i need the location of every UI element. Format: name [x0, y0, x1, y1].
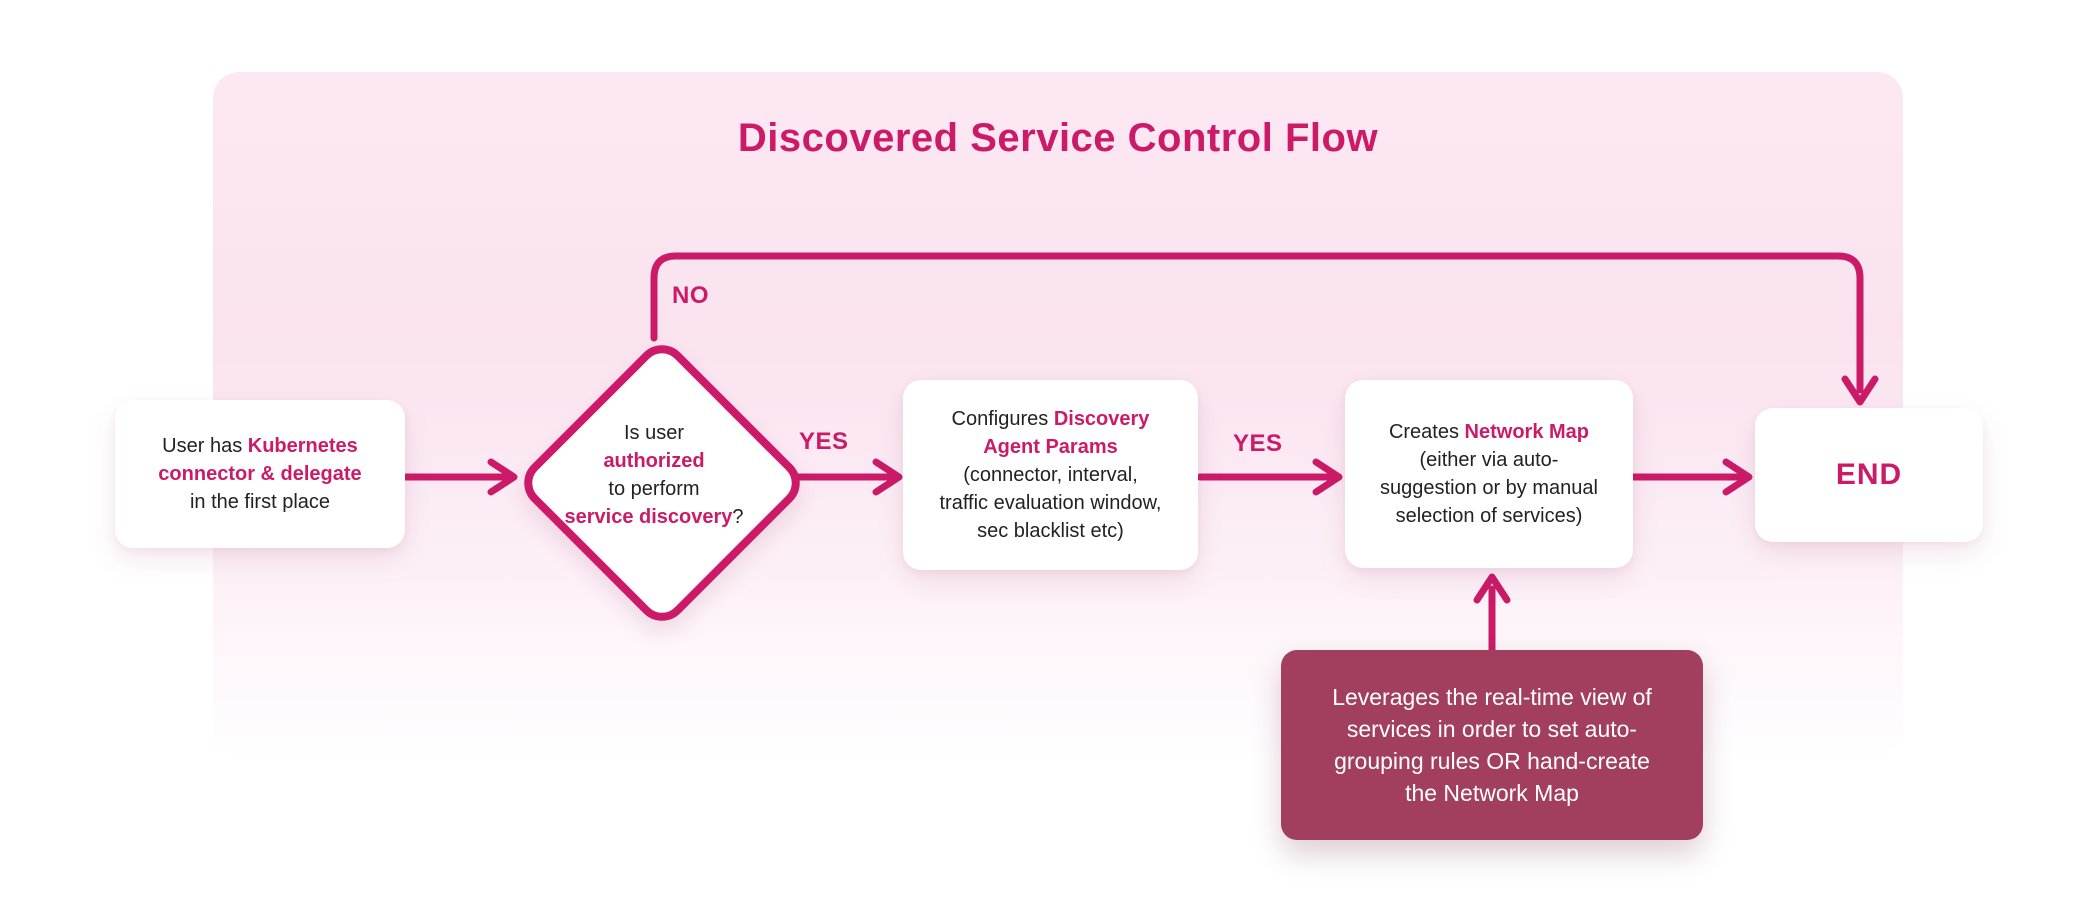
note-box: Leverages the real-time view of services… — [1281, 650, 1703, 840]
text-run-accent: service discovery — [564, 506, 733, 528]
arrowhead-no-decision-to-end — [1841, 375, 1879, 406]
text-run: Configures — [951, 408, 1054, 430]
edge-label-yes-1: YES — [799, 428, 849, 455]
edge-label-no: NO — [672, 282, 709, 309]
node-decision: Is user authorized to perform service di… — [544, 392, 764, 558]
start-text: User has Kubernetes connector & delegate… — [158, 432, 361, 516]
node-start: User has Kubernetes connector & delegate… — [115, 400, 405, 548]
text-run-accent: authorized — [603, 450, 705, 472]
diagram-title: Discovered Service Control Flow — [737, 116, 1379, 160]
configure-text: Configures Discovery Agent Params (conne… — [940, 405, 1162, 545]
text-run: to perform — [608, 478, 700, 500]
end-label: END — [1835, 458, 1903, 491]
text-run-accent: Network Map — [1464, 421, 1590, 443]
node-configure: Configures Discovery Agent Params (conne… — [903, 380, 1198, 570]
create-text: Creates Network Map (either via auto- su… — [1380, 418, 1598, 530]
arrowhead-note-to-create — [1473, 573, 1511, 604]
text-run: ? — [732, 506, 744, 528]
decision-text: Is user authorized to perform service di… — [564, 419, 743, 531]
text-run-accent: Discovery Agent Params — [983, 408, 1150, 458]
text-run: Creates — [1388, 421, 1465, 443]
arrowhead-start-to-decision — [487, 458, 518, 496]
arrowhead-create-to-end — [1722, 458, 1753, 496]
edge-no-decision-to-end — [650, 252, 1864, 394]
text-run: User has — [162, 435, 248, 457]
text-run: Is user — [623, 422, 685, 444]
edge-label-yes-2: YES — [1233, 430, 1283, 457]
text-run: in the first place — [189, 491, 331, 513]
text-run: (either via auto- suggestion or by manua… — [1380, 449, 1598, 527]
text-run-accent: Kubernetes connector & delegate — [158, 435, 362, 485]
note-text: Leverages the real-time view of services… — [1332, 683, 1652, 807]
text-run: (connector, interval, traffic evaluation… — [939, 464, 1162, 542]
arrowhead-decision-to-configure — [872, 458, 903, 496]
arrowhead-configure-to-create — [1312, 458, 1343, 496]
node-end: END — [1755, 408, 1983, 542]
node-create: Creates Network Map (either via auto- su… — [1345, 380, 1633, 568]
